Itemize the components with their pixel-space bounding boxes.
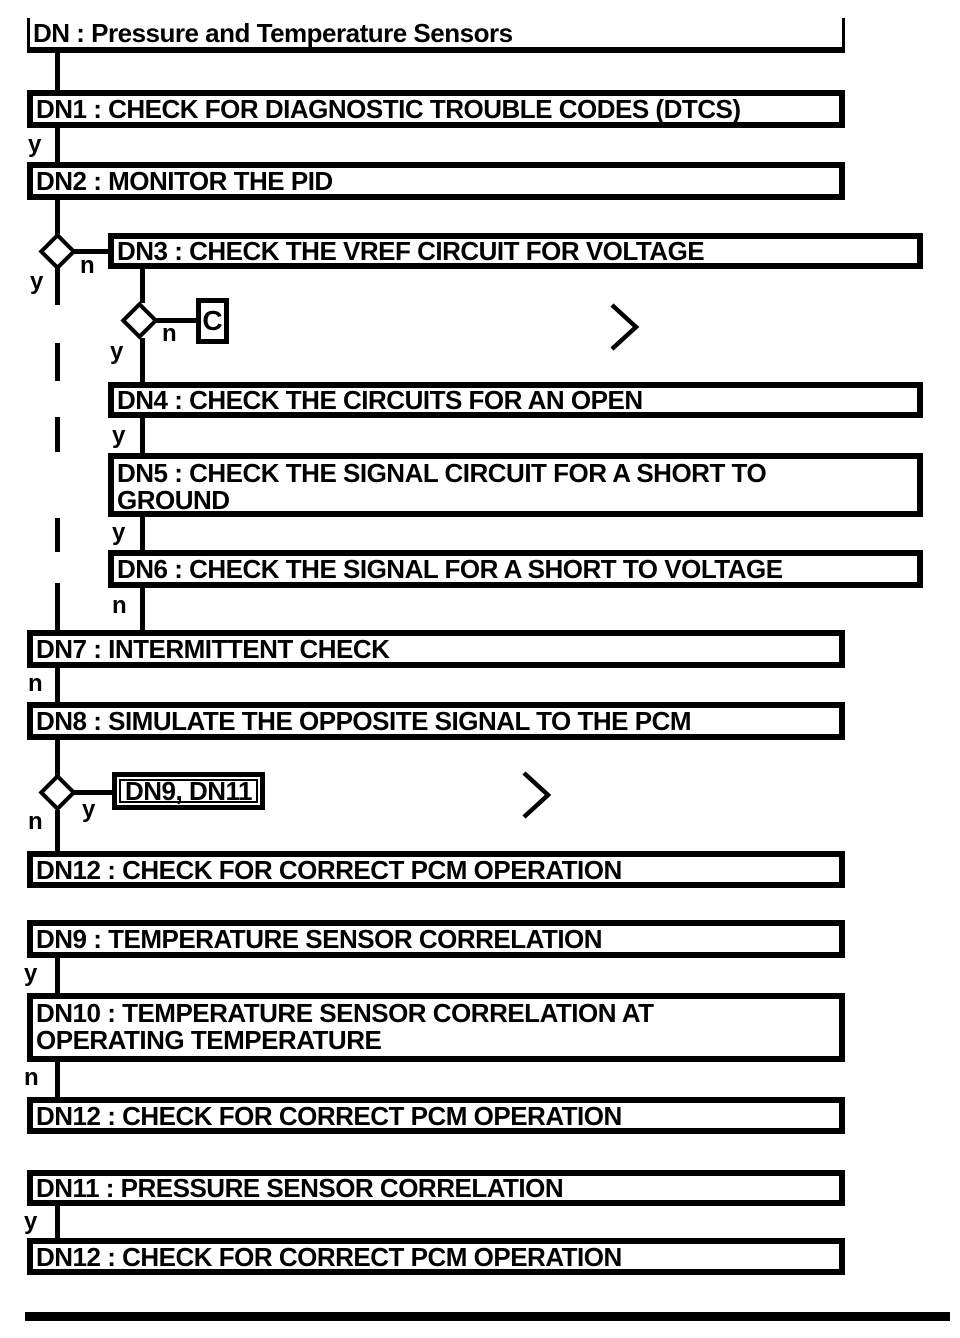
node-dn9: DN9 : TEMPERATURE SENSOR CORRELATION bbox=[27, 920, 845, 958]
connector-line bbox=[55, 1206, 60, 1238]
branch-label-no: n bbox=[112, 592, 127, 619]
connector-line bbox=[140, 338, 145, 382]
connector-line bbox=[55, 53, 60, 90]
reference-box-dn9-dn11: DN9, DN11 bbox=[112, 772, 265, 810]
branch-label-yes: y bbox=[112, 422, 126, 449]
connector-line bbox=[140, 588, 145, 630]
node-dn6: DN6 : CHECK THE SIGNAL FOR A SHORT TO VO… bbox=[108, 550, 923, 588]
decision-diamond-icon bbox=[38, 232, 77, 271]
node-dn9-label: DN9 : TEMPERATURE SENSOR CORRELATION bbox=[36, 924, 603, 954]
branch-label-no: n bbox=[28, 670, 43, 697]
node-dn3: DN3 : CHECK THE VREF CIRCUIT FOR VOLTAGE bbox=[108, 233, 923, 269]
node-dn8-label: DN8 : SIMULATE THE OPPOSITE SIGNAL TO TH… bbox=[36, 706, 692, 736]
node-dn12-second: DN12 : CHECK FOR CORRECT PCM OPERATION bbox=[27, 1097, 845, 1134]
offpage-connector-c: C bbox=[196, 298, 229, 344]
dashed-segment bbox=[55, 583, 60, 630]
reference-box-label: DN9, DN11 bbox=[125, 775, 253, 806]
node-dn1: DN1 : CHECK FOR DIAGNOSTIC TROUBLE CODES… bbox=[27, 90, 845, 128]
connector-line bbox=[74, 249, 110, 254]
connector-line bbox=[140, 515, 145, 550]
connector-line bbox=[55, 1062, 60, 1097]
node-dn4-label: DN4 : CHECK THE CIRCUITS FOR AN OPEN bbox=[117, 385, 643, 415]
branch-label-yes: y bbox=[82, 796, 96, 823]
node-dn12-label: DN12 : CHECK FOR CORRECT PCM OPERATION bbox=[36, 854, 622, 885]
node-dn5: DN5 : CHECK THE SIGNAL CIRCUIT FOR A SHO… bbox=[108, 453, 923, 517]
node-dn10-label: DN10 : TEMPERATURE SENSOR CORRELATION AT… bbox=[36, 998, 654, 1055]
node-dn12-third: DN12 : CHECK FOR CORRECT PCM OPERATION bbox=[27, 1238, 845, 1275]
branch-label-yes: y bbox=[24, 960, 38, 987]
branch-label-yes: y bbox=[28, 131, 42, 158]
node-dn6-label: DN6 : CHECK THE SIGNAL FOR A SHORT TO VO… bbox=[117, 554, 783, 584]
branch-label-yes: y bbox=[110, 338, 124, 365]
node-dn2-label: DN2 : MONITOR THE PID bbox=[36, 166, 333, 196]
connector-line bbox=[55, 200, 60, 240]
connector-line bbox=[55, 268, 60, 305]
branch-label-no: n bbox=[162, 320, 177, 347]
branch-label-yes: y bbox=[24, 1208, 38, 1235]
node-dn12-label: DN12 : CHECK FOR CORRECT PCM OPERATION bbox=[36, 1241, 622, 1272]
chevron-right-icon bbox=[522, 771, 552, 819]
decision-diamond-icon bbox=[120, 301, 159, 340]
node-dn1-label: DN1 : CHECK FOR DIAGNOSTIC TROUBLE CODES… bbox=[36, 94, 741, 124]
connector-line bbox=[55, 740, 60, 776]
connector-line bbox=[55, 958, 60, 993]
bottom-divider bbox=[25, 1312, 950, 1321]
node-dn12-label: DN12 : CHECK FOR CORRECT PCM OPERATION bbox=[36, 1100, 622, 1131]
branch-label-no: n bbox=[28, 808, 43, 835]
connector-line bbox=[140, 268, 145, 303]
branch-label-yes: y bbox=[112, 519, 126, 546]
node-dn5-label: DN5 : CHECK THE SIGNAL CIRCUIT FOR A SHO… bbox=[117, 458, 767, 515]
connector-line bbox=[74, 790, 112, 795]
node-dn-title: DN : Pressure and Temperature Sensors bbox=[27, 18, 845, 53]
node-dn11: DN11 : PRESSURE SENSOR CORRELATION bbox=[27, 1170, 845, 1206]
node-dn3-label: DN3 : CHECK THE VREF CIRCUIT FOR VOLTAGE bbox=[117, 236, 705, 266]
branch-label-yes: y bbox=[30, 268, 44, 295]
decision-diamond-icon bbox=[38, 773, 77, 812]
node-dn11-label: DN11 : PRESSURE SENSOR CORRELATION bbox=[36, 1173, 564, 1203]
connector-line bbox=[55, 128, 60, 162]
branch-label-no: n bbox=[24, 1064, 39, 1091]
dashed-segment bbox=[55, 417, 60, 452]
chevron-right-icon bbox=[610, 303, 640, 351]
node-dn-title-label: DN : Pressure and Temperature Sensors bbox=[33, 17, 513, 48]
connector-line bbox=[156, 318, 198, 323]
connector-line bbox=[140, 418, 145, 453]
branch-label-no: n bbox=[80, 252, 95, 279]
connector-line bbox=[55, 668, 60, 702]
node-dn8: DN8 : SIMULATE THE OPPOSITE SIGNAL TO TH… bbox=[27, 702, 845, 740]
node-dn12-first: DN12 : CHECK FOR CORRECT PCM OPERATION bbox=[27, 851, 845, 888]
connector-line bbox=[55, 810, 60, 851]
dashed-segment bbox=[55, 518, 60, 552]
node-dn10: DN10 : TEMPERATURE SENSOR CORRELATION AT… bbox=[27, 993, 845, 1062]
node-dn7: DN7 : INTERMITTENT CHECK bbox=[27, 630, 845, 668]
node-dn2: DN2 : MONITOR THE PID bbox=[27, 162, 845, 200]
dashed-segment bbox=[55, 343, 60, 381]
offpage-connector-c-label: C bbox=[202, 305, 223, 336]
node-dn4: DN4 : CHECK THE CIRCUITS FOR AN OPEN bbox=[108, 382, 923, 418]
node-dn7-label: DN7 : INTERMITTENT CHECK bbox=[36, 634, 390, 664]
